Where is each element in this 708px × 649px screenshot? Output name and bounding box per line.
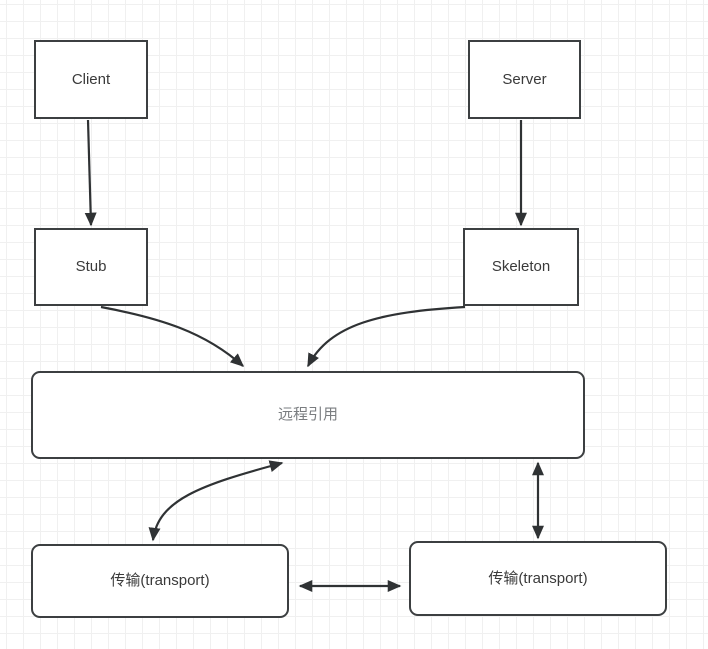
edge-stub-to-remote-reference bbox=[100, 305, 245, 367]
edge-transport-left-to-remote-reference bbox=[148, 460, 284, 542]
node-remote-reference[interactable]: 远程引用 bbox=[31, 371, 585, 459]
node-remote-reference-label: 远程引用 bbox=[277, 406, 338, 423]
edge-client-to-stub bbox=[84, 119, 97, 227]
node-transport-right[interactable]: 传输(transport) bbox=[409, 541, 667, 616]
node-stub[interactable]: Stub bbox=[34, 228, 148, 306]
edge-skeleton-to-remote-reference bbox=[307, 305, 466, 368]
node-server[interactable]: Server bbox=[468, 40, 581, 119]
node-transport-right-label: 传输(transport) bbox=[488, 569, 588, 587]
node-skeleton[interactable]: Skeleton bbox=[463, 228, 579, 306]
node-skeleton-label: Skeleton bbox=[491, 258, 551, 275]
node-client[interactable]: Client bbox=[34, 40, 148, 119]
node-transport-left-label: 传输(transport) bbox=[110, 572, 210, 589]
node-transport-left[interactable]: 传输(transport) bbox=[31, 544, 289, 618]
node-client-label: Client bbox=[71, 70, 111, 88]
node-stub-label: Stub bbox=[75, 258, 107, 275]
node-server-label: Server bbox=[502, 70, 547, 88]
